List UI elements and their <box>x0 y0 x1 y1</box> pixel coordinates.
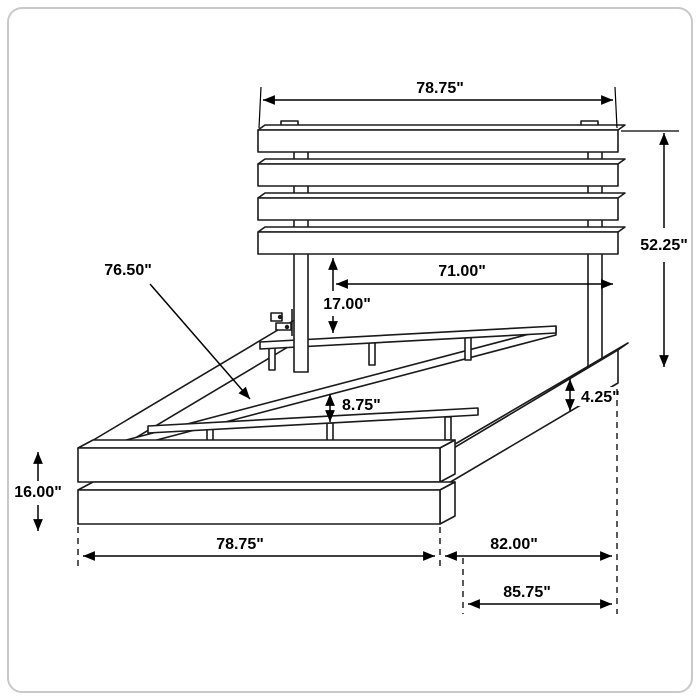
headboard <box>257 120 626 255</box>
front-support-bar <box>147 407 479 434</box>
dim-headboard-height <box>621 130 679 367</box>
support-leg <box>444 416 452 441</box>
dim-label-footboard-height: 16.00" <box>14 484 62 501</box>
dim-label-headboard-height: 52.25" <box>640 237 688 254</box>
back-support-bar <box>259 325 557 350</box>
dim-label-footboard-width: 78.75" <box>216 536 264 553</box>
headboard-slat <box>257 129 619 153</box>
headboard-slat <box>257 163 619 187</box>
dimension-labels: 78.75" 52.25" 76.50" 71.00" 17.00" 8.75"… <box>14 80 688 601</box>
bracket-hardware <box>270 309 293 336</box>
dim-slat-rail-leader <box>149 283 251 400</box>
support-leg <box>268 346 276 371</box>
headboard-slat <box>257 231 619 255</box>
support-leg <box>464 336 472 361</box>
dim-label-headboard-overhang: 17.00" <box>323 296 371 313</box>
dim-footboard-width <box>77 527 441 567</box>
footboard-plank <box>77 447 441 483</box>
dim-label-slat-rail-length: 76.50" <box>104 262 152 279</box>
dim-overall-length <box>462 558 612 614</box>
dim-label-frame-length: 82.00" <box>490 536 538 553</box>
footboard <box>77 439 456 525</box>
dim-label-side-rail-height: 4.25" <box>581 389 620 406</box>
dim-headboard-width <box>258 86 618 129</box>
dim-label-inner-width: 71.00" <box>438 263 486 280</box>
dim-label-headboard-width: 78.75" <box>416 80 464 97</box>
dimensions <box>33 86 679 614</box>
support-leg <box>368 341 376 366</box>
dim-label-overall-length: 85.75" <box>503 584 551 601</box>
bed-drawing <box>77 120 629 525</box>
dim-frame-length <box>445 389 618 614</box>
headboard-slat <box>257 197 619 221</box>
image-border <box>7 7 693 693</box>
dim-label-slat-support-height: 8.75" <box>342 397 381 414</box>
footboard-plank <box>77 489 441 525</box>
